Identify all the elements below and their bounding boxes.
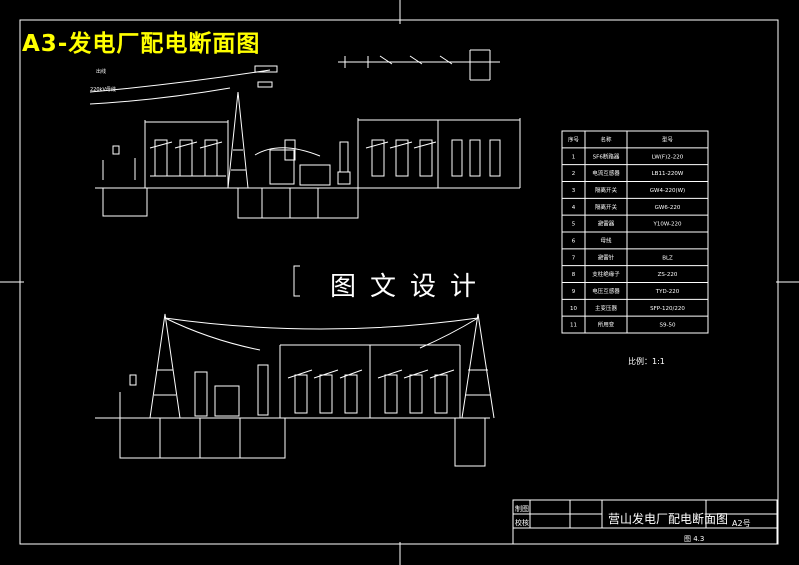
table-cell: LW(F)2-220 (652, 154, 684, 160)
table-cell: 隔离开关 (595, 203, 618, 211)
table-cell: 11 (570, 323, 577, 329)
table-cell: 隔离开关 (595, 186, 618, 194)
table-cell: 6 (572, 238, 576, 244)
table-cell: 电流互感器 (592, 169, 620, 177)
title-banner: A3-发电厂配电断面图 (22, 31, 261, 57)
title-block-figure-number: 图 4.3 (684, 535, 705, 543)
watermark-bracket (293, 265, 300, 297)
title-block-drawing-name: 营山发电厂配电断面图 (608, 512, 729, 526)
table-cell: 支柱绝缘子 (592, 270, 620, 278)
table-cell: ZS-220 (658, 272, 678, 278)
table-cell: 1 (572, 154, 576, 160)
lower-section (95, 313, 495, 467)
table-cell: GW6-220 (655, 205, 681, 211)
table-cell: 5 (572, 222, 576, 228)
title-block-grid (512, 499, 778, 545)
table-header-cell: 序号 (568, 135, 580, 143)
table-cell: S9-50 (660, 323, 676, 329)
table-cell: 避雷针 (598, 253, 615, 261)
table-cell: BLZ (662, 255, 673, 261)
table-header-cell: 型号 (662, 135, 674, 143)
watermark-text: 图文设计 (330, 272, 491, 302)
upper-section (89, 49, 521, 219)
equipment-table-rows: 序号 名称 型号 1 SF6断路器 LW(F)2-220 2 电流互感器 LB11-220W 3 隔… (562, 135, 708, 329)
table-cell: 9 (572, 289, 576, 295)
table-cell: SFP-120/220 (650, 306, 685, 312)
table-cell: 所用变 (598, 321, 615, 329)
table-cell: GW4-220(W) (650, 188, 685, 194)
table-cell: 2 (572, 171, 576, 177)
table-cell: 7 (572, 255, 576, 261)
table-cell: Y10W-220 (652, 222, 682, 228)
table-cell: 8 (572, 272, 576, 278)
table-header-cell: 名称 (600, 135, 612, 143)
table-cell: 3 (572, 188, 576, 194)
title-block-drafter-label: 制图 (515, 505, 529, 513)
table-cell: 避雷器 (598, 220, 615, 228)
table-cell: SF6断路器 (593, 152, 620, 160)
title-block-checker-label: 校核 (515, 519, 529, 527)
table-cell: 母线 (600, 236, 612, 244)
scale-note: 比例：1:1 (628, 357, 665, 366)
table-cell: 电压互感器 (592, 287, 620, 295)
table-cell: 4 (572, 205, 576, 211)
table-cell: 主变压器 (595, 304, 618, 312)
diagram-label-outgoing-line: 出线 (96, 69, 107, 75)
table-cell: 10 (570, 306, 577, 312)
diagram-label-busbar: 220kV母线 (90, 87, 116, 93)
table-cell: LB11-220W (652, 171, 684, 177)
title-block-sheet-size: A2号 (732, 519, 751, 528)
table-cell: TYD-220 (655, 289, 680, 295)
